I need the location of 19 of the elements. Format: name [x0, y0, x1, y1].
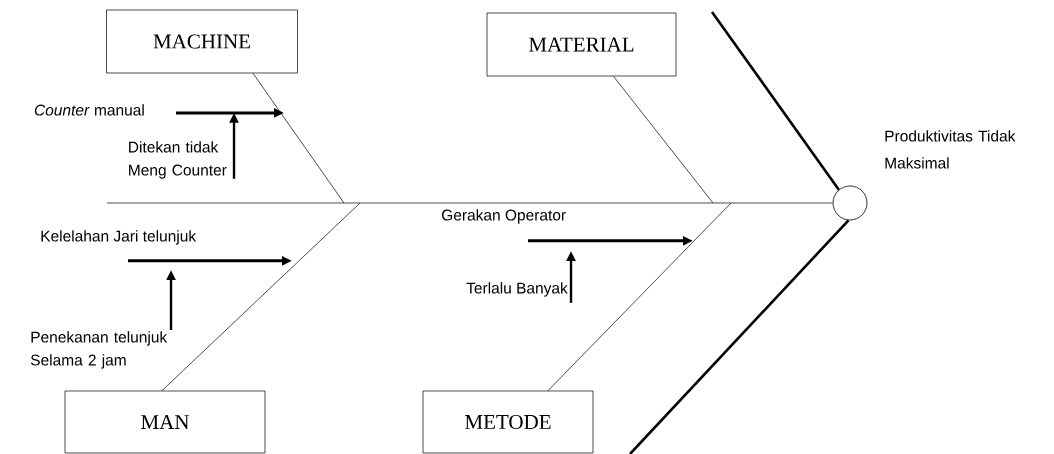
spine-line	[106, 202, 833, 204]
bone-line	[613, 76, 714, 204]
cause-text: Terlalu Banyak	[466, 282, 568, 297]
cause-text: Ditekan tidak Meng Counter	[129, 141, 227, 179]
category-box: MACHINE	[106, 9, 298, 74]
bone-line	[161, 202, 361, 391]
category-box: MAN	[64, 390, 266, 454]
head-circle	[832, 185, 868, 221]
effect-text: Produktivitas Tidak Maksimal	[885, 130, 1016, 169]
cause-text: Kelelahan Jari telunjuk	[41, 230, 197, 245]
cause-text: Counter manual	[34, 104, 144, 116]
cause-text: Penekanan telunjuk Selama 2 jam	[30, 331, 168, 369]
category-box: MATERIAL	[486, 12, 677, 77]
fish-head-line	[710, 11, 840, 191]
fish-head-line	[629, 219, 850, 454]
cause-text: Gerakan Operator	[442, 209, 566, 224]
bone-line	[252, 73, 345, 204]
category-box: METODE	[422, 390, 594, 454]
bone-line	[547, 202, 732, 391]
